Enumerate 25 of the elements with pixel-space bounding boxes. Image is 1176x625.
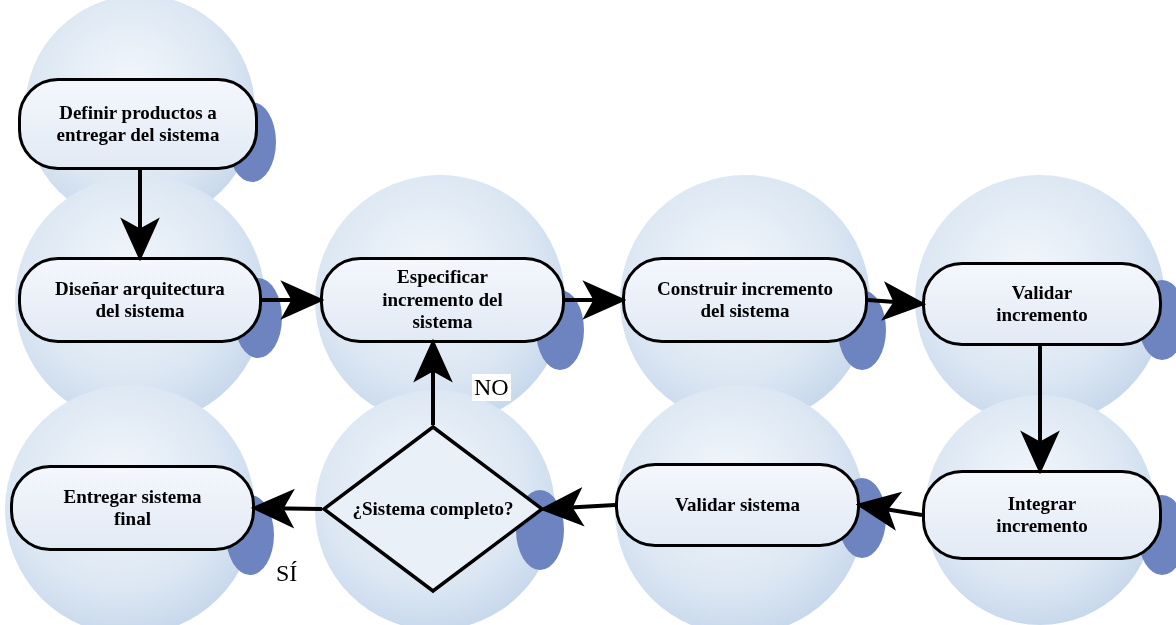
edge-label: NO bbox=[472, 374, 511, 401]
node-label: Integrar incremento bbox=[995, 492, 1089, 538]
node-label: Diseñar arquitectura del sistema bbox=[54, 277, 226, 323]
node-label: Especificar incremento del sistema bbox=[381, 266, 504, 334]
node-label: ¿Sistema completo? bbox=[352, 497, 514, 521]
arrow bbox=[413, 338, 453, 425]
process-box bbox=[10, 465, 255, 551]
node-label: Construir incremento del sistema bbox=[655, 277, 835, 323]
arrow bbox=[250, 488, 323, 529]
arrow bbox=[120, 170, 160, 262]
process-box bbox=[18, 78, 258, 170]
arrow bbox=[262, 280, 325, 320]
node-label: Entregar sistema final bbox=[62, 485, 203, 531]
process-box bbox=[922, 262, 1162, 346]
node-label: Definir productos a entregar del sistema bbox=[55, 101, 221, 147]
node-label: Validar incremento bbox=[995, 281, 1089, 327]
process-box bbox=[615, 463, 860, 547]
process-box bbox=[622, 257, 868, 343]
node-label: Validar sistema bbox=[674, 493, 801, 517]
arrow bbox=[855, 491, 923, 531]
process-box bbox=[922, 470, 1162, 560]
process-box bbox=[320, 257, 565, 343]
process-box bbox=[18, 257, 262, 343]
arrow bbox=[1020, 346, 1060, 475]
arrow bbox=[539, 487, 616, 527]
